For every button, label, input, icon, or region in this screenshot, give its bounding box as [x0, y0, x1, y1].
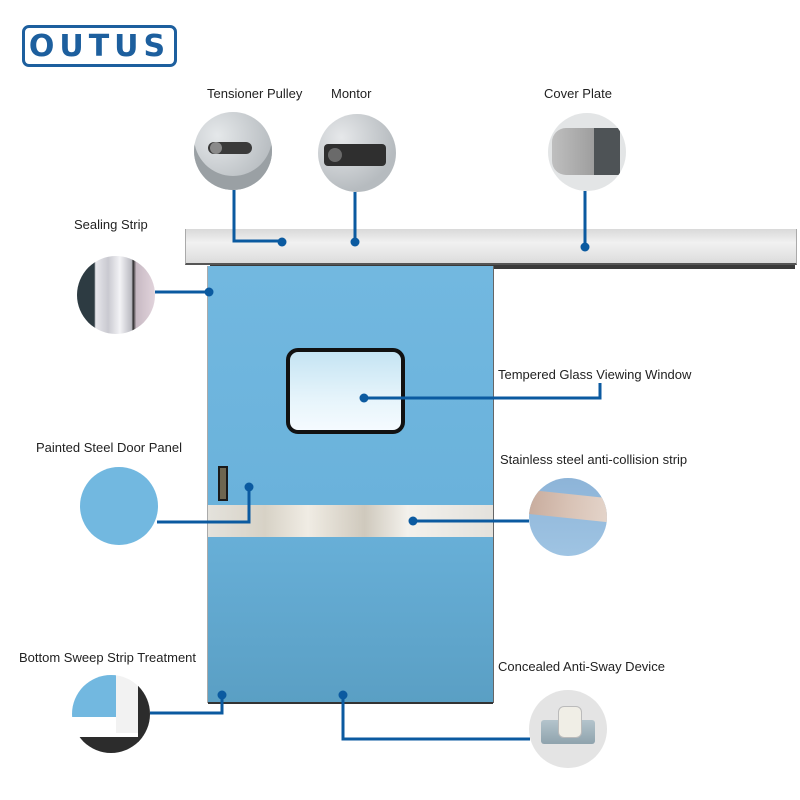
bottom-sweep-detail-image [72, 675, 150, 753]
label-anti-sway: Concealed Anti-Sway Device [498, 659, 665, 674]
outus-logo: OUTUS [22, 25, 177, 67]
painted-steel-panel-swatch [80, 467, 158, 545]
rail-bottom-shadow [210, 265, 795, 269]
label-sealing-strip: Sealing Strip [74, 217, 148, 232]
anti-collision-strip-detail-image [529, 478, 607, 556]
label-cover-plate: Cover Plate [544, 86, 612, 101]
label-tempered-glass: Tempered Glass Viewing Window [498, 367, 692, 382]
label-bottom-sweep: Bottom Sweep Strip Treatment [19, 650, 197, 665]
tensioner-pulley-detail-image [194, 112, 272, 190]
montor-detail-image [318, 114, 396, 192]
sealing-strip-detail-image [77, 256, 155, 334]
label-montor: Montor [331, 86, 372, 101]
cover-plate-detail-image [548, 113, 626, 191]
door-panel [208, 266, 493, 703]
label-tensioner-pulley: Tensioner Pulley [207, 86, 303, 101]
anti-collision-strip [208, 505, 493, 537]
cover-plate-rail [185, 229, 797, 265]
label-anti-collision-strip: Stainless steel anti-collision strip [500, 452, 688, 467]
door-bottom-edge [208, 702, 493, 704]
door-handle [218, 466, 228, 501]
label-painted-steel-panel: Painted Steel Door Panel [36, 440, 182, 455]
viewing-window [286, 348, 405, 434]
anti-sway-device-detail-image [529, 690, 607, 768]
